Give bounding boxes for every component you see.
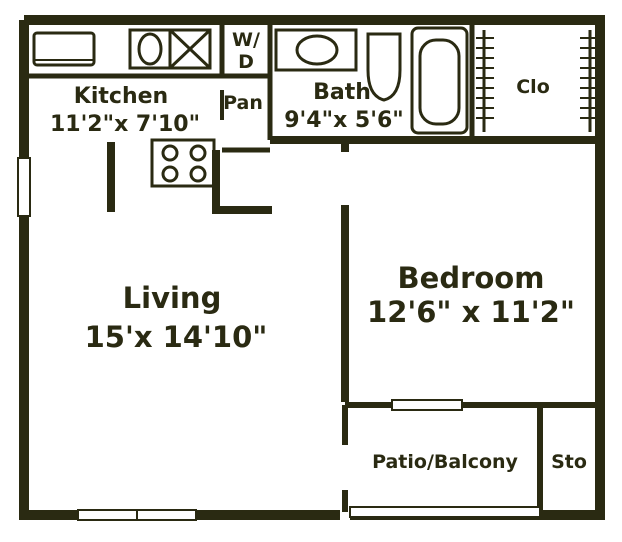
hall-wall bbox=[212, 150, 272, 214]
window-patio-bottom bbox=[349, 506, 541, 518]
bathtub-basin bbox=[418, 38, 461, 126]
window-bedroom-bottom bbox=[391, 399, 463, 411]
storage-name: Sto bbox=[551, 451, 587, 473]
sink-icon bbox=[137, 32, 163, 66]
closet-name: Clo bbox=[516, 76, 550, 98]
patio-name: Patio/Balcony bbox=[372, 451, 518, 473]
burner-icon bbox=[161, 165, 179, 183]
bath-size: 9'4"x 5'6" bbox=[284, 108, 403, 133]
washer-dryer-label-top: W/ bbox=[232, 29, 260, 51]
pantry-name: Pan bbox=[223, 92, 263, 114]
bathtub bbox=[410, 26, 469, 135]
stove bbox=[150, 138, 216, 188]
kitchen-fixtures bbox=[32, 28, 216, 188]
bath-fixtures bbox=[274, 26, 469, 135]
lavatory-sink-icon bbox=[295, 34, 339, 66]
room-labels: Kitchen 11'2"x 7'10" W/ D Pan Bath 9'4"x… bbox=[50, 29, 587, 473]
toilet-icon bbox=[366, 32, 402, 102]
sink-cabinet bbox=[128, 28, 172, 70]
kitchen-size: 11'2"x 7'10" bbox=[50, 112, 200, 137]
vanity bbox=[274, 28, 358, 72]
burner-icon bbox=[161, 144, 179, 162]
bedroom-name: Bedroom bbox=[398, 261, 545, 295]
burner-icon bbox=[189, 144, 207, 162]
washer-dryer-label-bottom: D bbox=[238, 51, 254, 73]
windows bbox=[17, 157, 541, 521]
living-size: 15'x 14'10" bbox=[85, 320, 268, 354]
refrigerator bbox=[168, 28, 212, 70]
living-name: Living bbox=[123, 281, 222, 315]
window-living-left bbox=[17, 157, 31, 217]
refrigerator-x2 bbox=[168, 28, 212, 70]
kitchen-name: Kitchen bbox=[74, 84, 168, 109]
burner-icon bbox=[189, 165, 207, 183]
bedroom-size: 12'6" x 11'2" bbox=[367, 295, 575, 329]
bath-name: Bath bbox=[313, 80, 371, 105]
counter-appliance bbox=[32, 31, 96, 67]
closet-rod bbox=[476, 30, 598, 132]
